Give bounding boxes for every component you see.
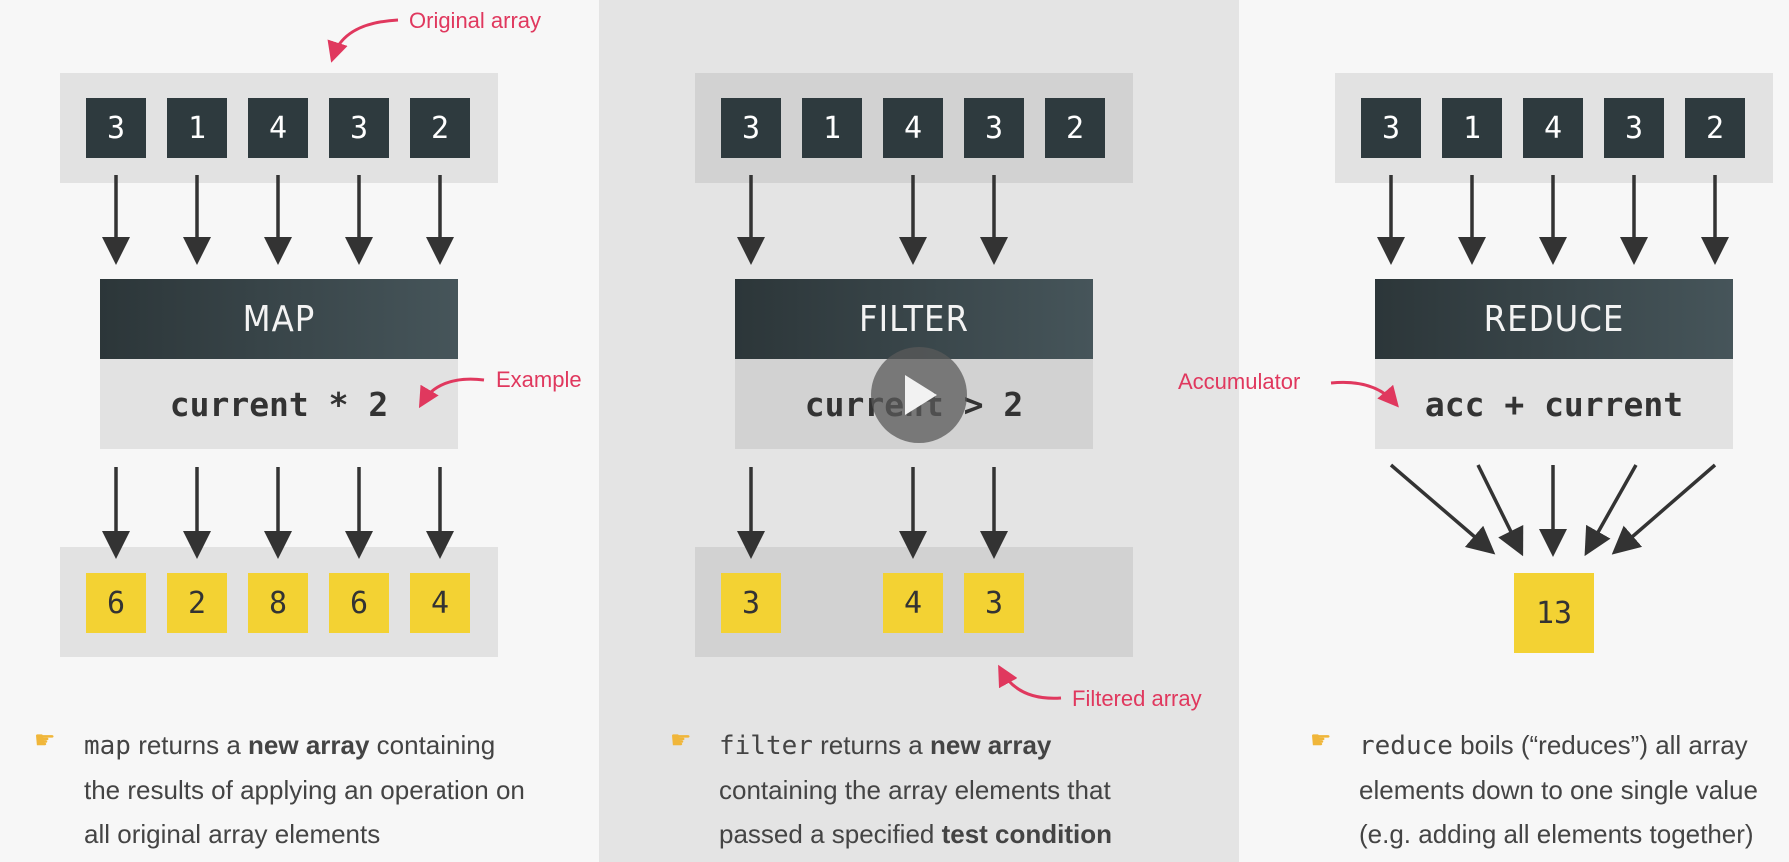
map-input-cell: 1 — [167, 98, 227, 158]
reduce-code: reduce — [1359, 731, 1453, 761]
filter-input-cell: 2 — [1045, 98, 1105, 158]
map-expression: current * 2 — [100, 359, 458, 449]
map-input-cell: 4 — [248, 98, 308, 158]
map-operation-header: MAP — [100, 279, 458, 359]
map-code: map — [84, 731, 131, 761]
filter-input-cell: 3 — [721, 98, 781, 158]
example-label: Example — [496, 367, 582, 392]
accumulator-label: Accumulator — [1178, 369, 1301, 394]
filter-description: filter returns a new array containing th… — [719, 730, 1113, 849]
map-output-cell: 8 — [248, 573, 308, 633]
map-output-cell: 4 — [410, 573, 470, 633]
filter-code: filter — [719, 731, 813, 761]
map-input-cell: 2 — [410, 98, 470, 158]
map-output-cell: 6 — [86, 573, 146, 633]
map-description: map returns a new array containing the r… — [84, 730, 525, 849]
reduce-description: reduce boils (“reduces”) all array eleme… — [1359, 730, 1758, 849]
filter-input-cell: 1 — [802, 98, 862, 158]
reduce-result-cell: 13 — [1514, 573, 1594, 653]
map-output-cell: 2 — [167, 573, 227, 633]
pointing-hand-icon: ☛ — [1310, 727, 1332, 754]
reduce-expression: acc + current — [1375, 359, 1733, 449]
pointing-hand-icon: ☛ — [670, 727, 692, 754]
map-output-cell: 6 — [329, 573, 389, 633]
map-input-cell: 3 — [86, 98, 146, 158]
filter-output-cell: 3 — [721, 573, 781, 633]
pointing-hand-icon: ☛ — [34, 727, 56, 754]
reduce-operation-header: REDUCE — [1375, 279, 1733, 359]
filter-operation-header: FILTER — [735, 279, 1093, 359]
reduce-input-cell: 1 — [1442, 98, 1502, 158]
reduce-input-cell: 4 — [1523, 98, 1583, 158]
filtered-array-label: Filtered array — [1072, 686, 1202, 711]
map-input-cell: 3 — [329, 98, 389, 158]
reduce-input-cell: 3 — [1361, 98, 1421, 158]
filter-input-cell: 4 — [883, 98, 943, 158]
filter-output-cell: 4 — [883, 573, 943, 633]
play-icon — [905, 375, 937, 415]
original-array-label: Original array — [409, 8, 542, 33]
filter-input-cell: 3 — [964, 98, 1024, 158]
play-button[interactable] — [871, 347, 967, 443]
filter-output-cell: 3 — [964, 573, 1024, 633]
reduce-input-cell: 3 — [1604, 98, 1664, 158]
reduce-input-cell: 2 — [1685, 98, 1745, 158]
